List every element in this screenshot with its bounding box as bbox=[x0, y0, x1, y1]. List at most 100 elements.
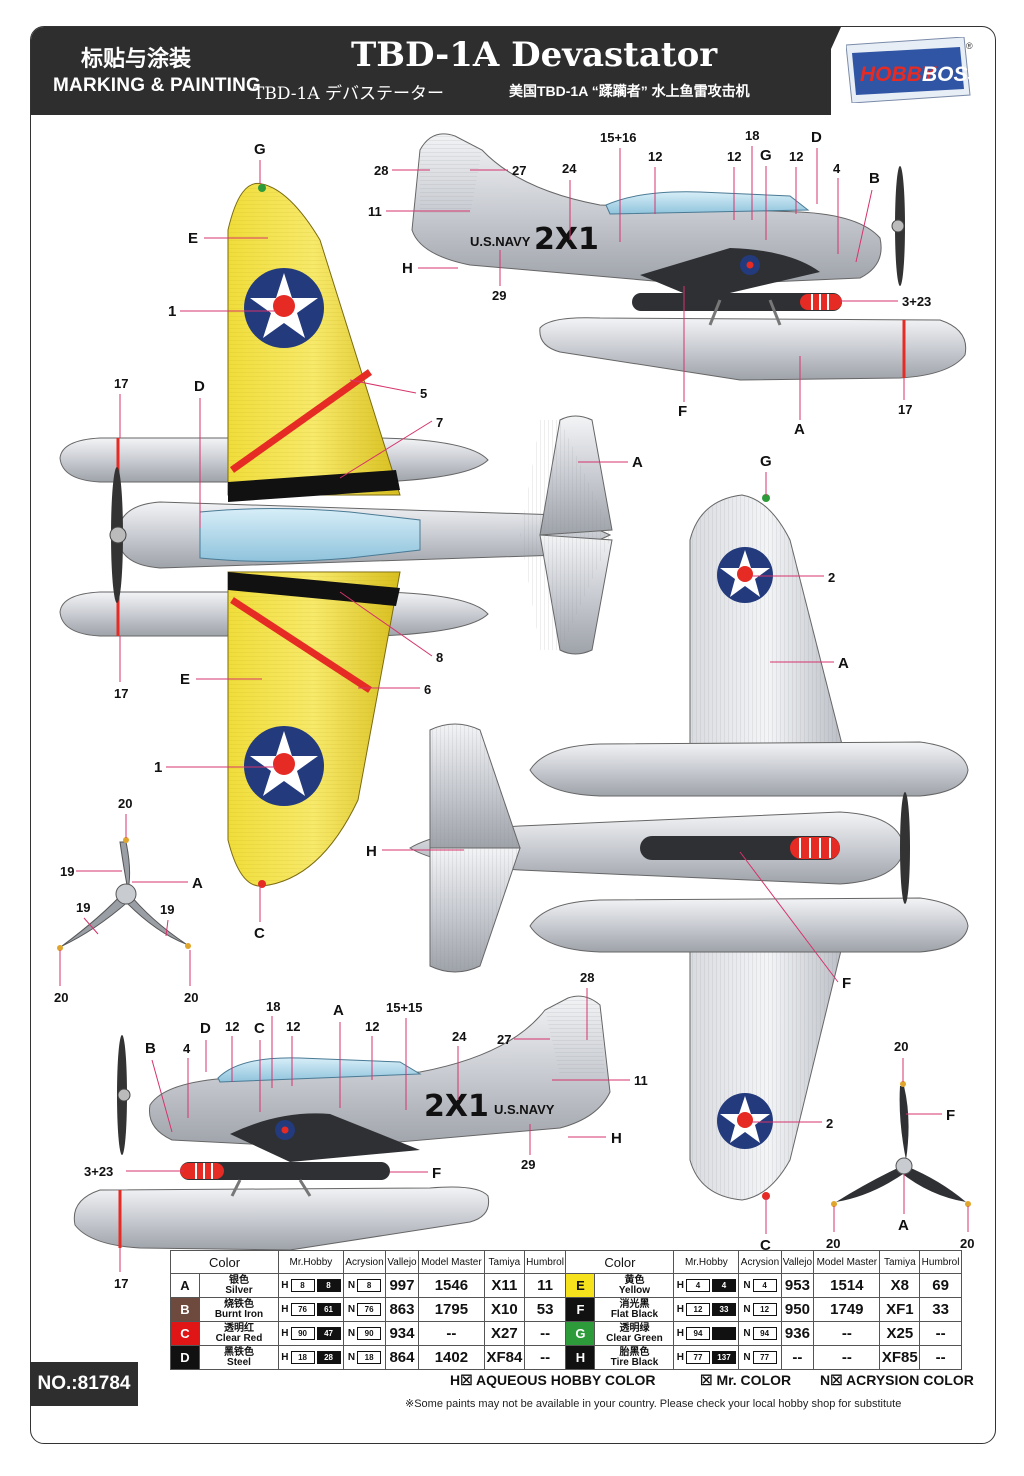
callout-19-c: 19 bbox=[160, 902, 174, 917]
callout-7: 7 bbox=[436, 415, 443, 430]
svg-text:HOBBY: HOBBY bbox=[860, 63, 938, 86]
acrysion-number: 76 bbox=[357, 1303, 382, 1316]
mrcolor-code: 61 bbox=[316, 1303, 341, 1316]
underside-view bbox=[409, 494, 969, 1201]
hdr-tamiya-r: Tamiya bbox=[879, 1250, 921, 1274]
hdr-mrhobby-l: Mr.Hobby bbox=[278, 1250, 344, 1274]
mrcolor-code: 137 bbox=[711, 1351, 736, 1364]
n-prefix: N bbox=[347, 1328, 356, 1339]
callout-20-e: 20 bbox=[826, 1236, 840, 1251]
callouts-underside: G 2 A H F 2 C bbox=[366, 453, 851, 1254]
aqueous-code: 12 bbox=[685, 1303, 710, 1316]
top-view bbox=[59, 182, 613, 888]
hdr-mrhobby-r: Mr.Hobby bbox=[673, 1250, 740, 1274]
h-prefix: H bbox=[281, 1280, 289, 1291]
tamiya-code: X27 bbox=[484, 1321, 525, 1346]
callout-12c: 12 bbox=[789, 149, 803, 164]
paint-name-cn: 烧铁色 bbox=[224, 1298, 254, 1310]
vallejo-code: 950 bbox=[780, 1297, 815, 1322]
callout-d-left: D bbox=[200, 1020, 211, 1037]
callout-24: 24 bbox=[562, 161, 577, 176]
header-bar-slant bbox=[801, 27, 841, 115]
acrysion-number: 94 bbox=[752, 1327, 777, 1340]
paint-name-cn: 消光黑 bbox=[619, 1298, 650, 1310]
callout-e: E bbox=[188, 230, 198, 247]
callout-20-b: 20 bbox=[54, 990, 68, 1005]
callout-8: 8 bbox=[436, 650, 443, 665]
vallejo-code: 997 bbox=[385, 1273, 419, 1298]
acrysion-number: 77 bbox=[752, 1351, 777, 1364]
mrcolor-code: 47 bbox=[316, 1327, 341, 1340]
h-prefix: H bbox=[676, 1304, 684, 1315]
humbrol-code: -- bbox=[919, 1345, 962, 1370]
hdr-vallejo-r: Vallejo bbox=[780, 1250, 815, 1274]
callout-3-23-left: 3+23 bbox=[84, 1164, 113, 1179]
roundel-top-upper bbox=[244, 268, 324, 348]
paint-name-en: Burnt Iron bbox=[214, 1308, 264, 1320]
aqueous-code: 76 bbox=[290, 1303, 315, 1316]
callout-c-top: C bbox=[254, 925, 265, 942]
acrysion-number: 4 bbox=[752, 1279, 777, 1292]
paint-name-cn: 黄色 bbox=[624, 1274, 645, 1286]
humbrol-code: -- bbox=[523, 1321, 567, 1346]
acrysion-number: 90 bbox=[357, 1327, 382, 1340]
callout-a-prop-right: A bbox=[898, 1217, 909, 1234]
acrysion-number: 12 bbox=[752, 1303, 777, 1316]
mrcolor-code bbox=[711, 1327, 736, 1340]
callout-20-c: 20 bbox=[184, 990, 198, 1005]
h-prefix: H bbox=[281, 1304, 289, 1315]
hdr-modelmaster-l: Model Master bbox=[417, 1250, 486, 1274]
paint-name-en: Clear Green bbox=[606, 1332, 663, 1344]
tamiya-code: X25 bbox=[879, 1321, 921, 1346]
svg-text:BOSS: BOSS bbox=[922, 63, 974, 86]
paint-letter: H bbox=[565, 1345, 596, 1370]
callout-4-left: 4 bbox=[183, 1041, 191, 1056]
hdr-color-l: Color bbox=[170, 1250, 279, 1274]
hdr-humbrol-r: Humbrol bbox=[919, 1250, 962, 1274]
legend-acrysion: N☒ ACRYSION COLOR bbox=[820, 1372, 974, 1388]
callout-g-under: G bbox=[760, 453, 772, 470]
h-prefix: H bbox=[281, 1328, 289, 1339]
callout-2-upper: 2 bbox=[828, 570, 835, 585]
mm-code: -- bbox=[813, 1321, 881, 1346]
callout-27-left: 27 bbox=[497, 1032, 511, 1047]
paint-letter: D bbox=[170, 1345, 200, 1370]
paint-name-en: Clear Red bbox=[215, 1332, 263, 1344]
callout-29-left: 29 bbox=[521, 1157, 535, 1172]
hdr-tamiya-l: Tamiya bbox=[484, 1250, 525, 1274]
callout-18-left: 18 bbox=[266, 999, 280, 1014]
mm-code: -- bbox=[417, 1321, 486, 1346]
callout-h-right: H bbox=[402, 260, 413, 277]
humbrol-code: 33 bbox=[919, 1297, 962, 1322]
paint-name-cn: 透明红 bbox=[224, 1322, 254, 1334]
h-prefix: H bbox=[676, 1352, 684, 1363]
callout-17-left: 17 bbox=[114, 1276, 128, 1291]
callouts-props: 20 19 A 19 19 20 20 20 F A 20 20 bbox=[54, 796, 974, 1251]
header-bar bbox=[31, 27, 831, 115]
callout-b-right: B bbox=[869, 170, 880, 187]
hdr-modelmaster-r: Model Master bbox=[813, 1250, 881, 1274]
aircraft-code-left: 2X1 bbox=[424, 1089, 489, 1124]
callout-27: 27 bbox=[512, 163, 526, 178]
acrysion-number: 8 bbox=[357, 1279, 382, 1292]
paint-letter: A bbox=[170, 1273, 200, 1298]
product-number: NO.:81784 bbox=[30, 1362, 138, 1406]
aqueous-code: 4 bbox=[685, 1279, 710, 1292]
callout-d-right: D bbox=[811, 129, 822, 146]
n-prefix: N bbox=[347, 1304, 356, 1315]
usnavy-text-left: U.S.NAVY bbox=[494, 1102, 555, 1117]
japanese-title: TBD-1A デバステーター bbox=[253, 84, 445, 104]
callout-19-b: 19 bbox=[76, 900, 90, 915]
